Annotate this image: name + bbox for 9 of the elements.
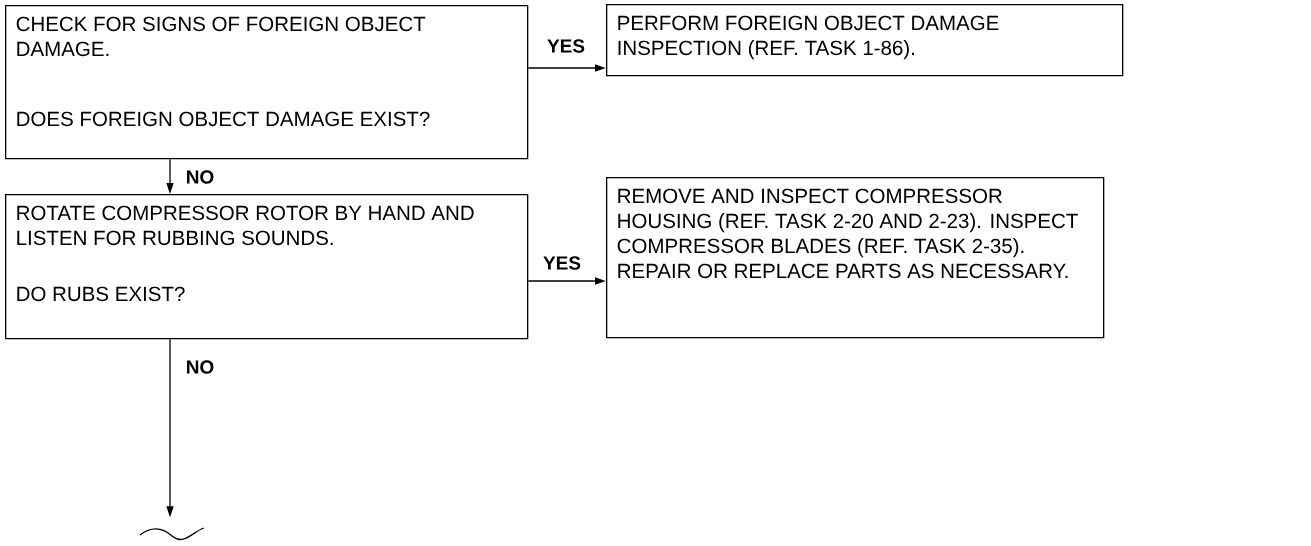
edge-label: NO xyxy=(184,169,216,185)
edge-label: NO xyxy=(184,359,216,375)
process-box: REMOVE AND INSPECT COMPRESSOR HOUSING (REF. TASK 2-20 AND 2-23). INSPECT COMPRESSOR BLADES (REF. TASK 2-35). REPAIR OR REPLACE PARTS AS NECESSARY. xyxy=(606,177,1105,339)
process-box: ROTATE COMPRESSOR ROTOR BY HAND AND LISTEN FOR RUBBING SOUNDS. DO RUBS EXIST? xyxy=(5,194,529,340)
edge-label: YES xyxy=(542,255,582,271)
edge-label: YES xyxy=(546,38,586,54)
process-box: CHECK FOR SIGNS OF FOREIGN OBJECT DAMAGE. DOES FOREIGN OBJECT DAMAGE EXIST? xyxy=(5,5,529,160)
process-box: PERFORM FOREIGN OBJECT DAMAGE INSPECTION (REF. TASK 1-86). xyxy=(606,4,1124,77)
break-symbol xyxy=(139,527,205,541)
